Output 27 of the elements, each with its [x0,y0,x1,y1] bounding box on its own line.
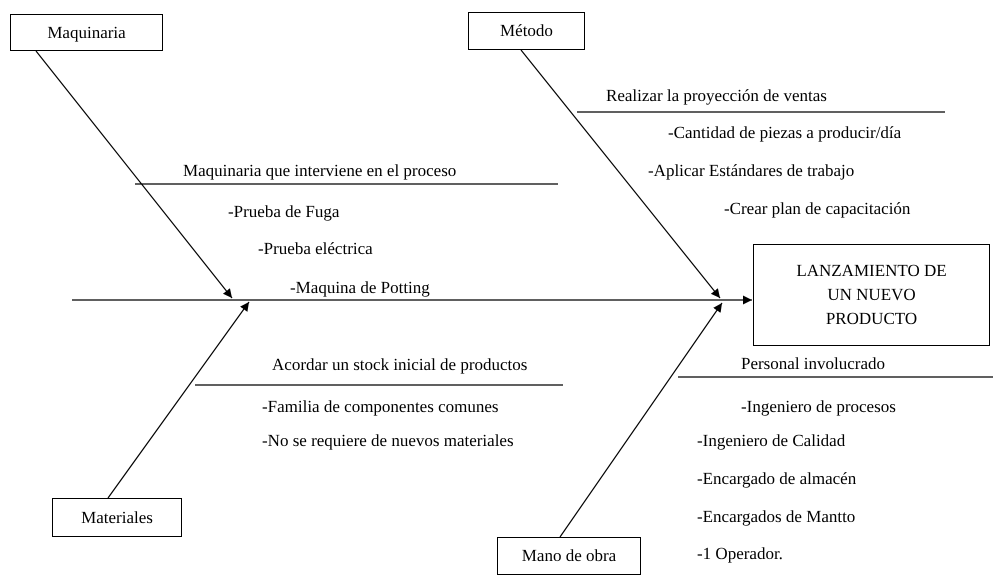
sub-cause-text: -1 Operador. [697,545,783,564]
spine-arrow [72,296,752,304]
sub-cause-text: -Ingeniero de procesos [741,398,896,417]
sub-cause-text: -No se requiere de nuevos materiales [262,432,514,451]
effect-box: LANZAMIENTO DE UN NUEVO PRODUCTO [753,244,990,346]
sub-cause-text: -Prueba de Fuga [228,203,340,222]
cause-text: Acordar un stock inicial de productos [272,356,528,375]
sub-cause-text: -Cantidad de piezas a producir/día [668,124,902,143]
arrow [36,50,232,298]
arrow [560,302,722,538]
sub-cause-text: -Ingeniero de Calidad [697,432,846,451]
cause-text: Personal involucrado [741,355,885,374]
category-box: Maquinaria [10,14,163,51]
sub-cause-text: -Encargados de Mantto [697,508,856,527]
category-box: Método [468,12,585,50]
arrow [520,50,720,298]
cause-text: Realizar la proyección de ventas [606,87,827,106]
sub-cause-text: -Aplicar Estándares de trabajo [648,162,854,181]
category-box: Mano de obra [497,537,641,575]
cause-text: Maquinaria que interviene en el proceso [183,162,456,181]
sub-cause-text: -Prueba eléctrica [258,240,373,259]
sub-cause-text: -Crear plan de capacitación [724,200,910,219]
category-box: Materiales [52,498,182,537]
sub-cause-text: -Familia de componentes comunes [262,398,499,417]
sub-cause-text: -Encargado de almacén [697,470,856,489]
sub-cause-text: -Maquina de Potting [290,279,430,298]
arrow [108,302,250,498]
